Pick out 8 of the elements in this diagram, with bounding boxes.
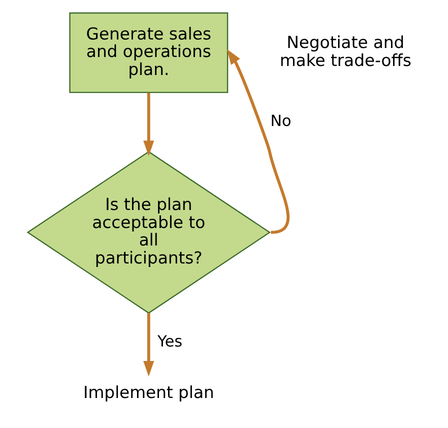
edge-label: No — [270, 112, 292, 130]
arrow — [143, 313, 154, 377]
arrow — [143, 92, 154, 156]
label: Negotiate and make trade-offs — [280, 33, 412, 70]
node-text: Implement plan — [83, 383, 214, 402]
node-box: Generate sales and operations plan. — [69, 12, 228, 94]
edge-label: Yes — [158, 332, 182, 351]
node-diamond: Is the plan acceptable to all participants? — [26, 151, 271, 314]
